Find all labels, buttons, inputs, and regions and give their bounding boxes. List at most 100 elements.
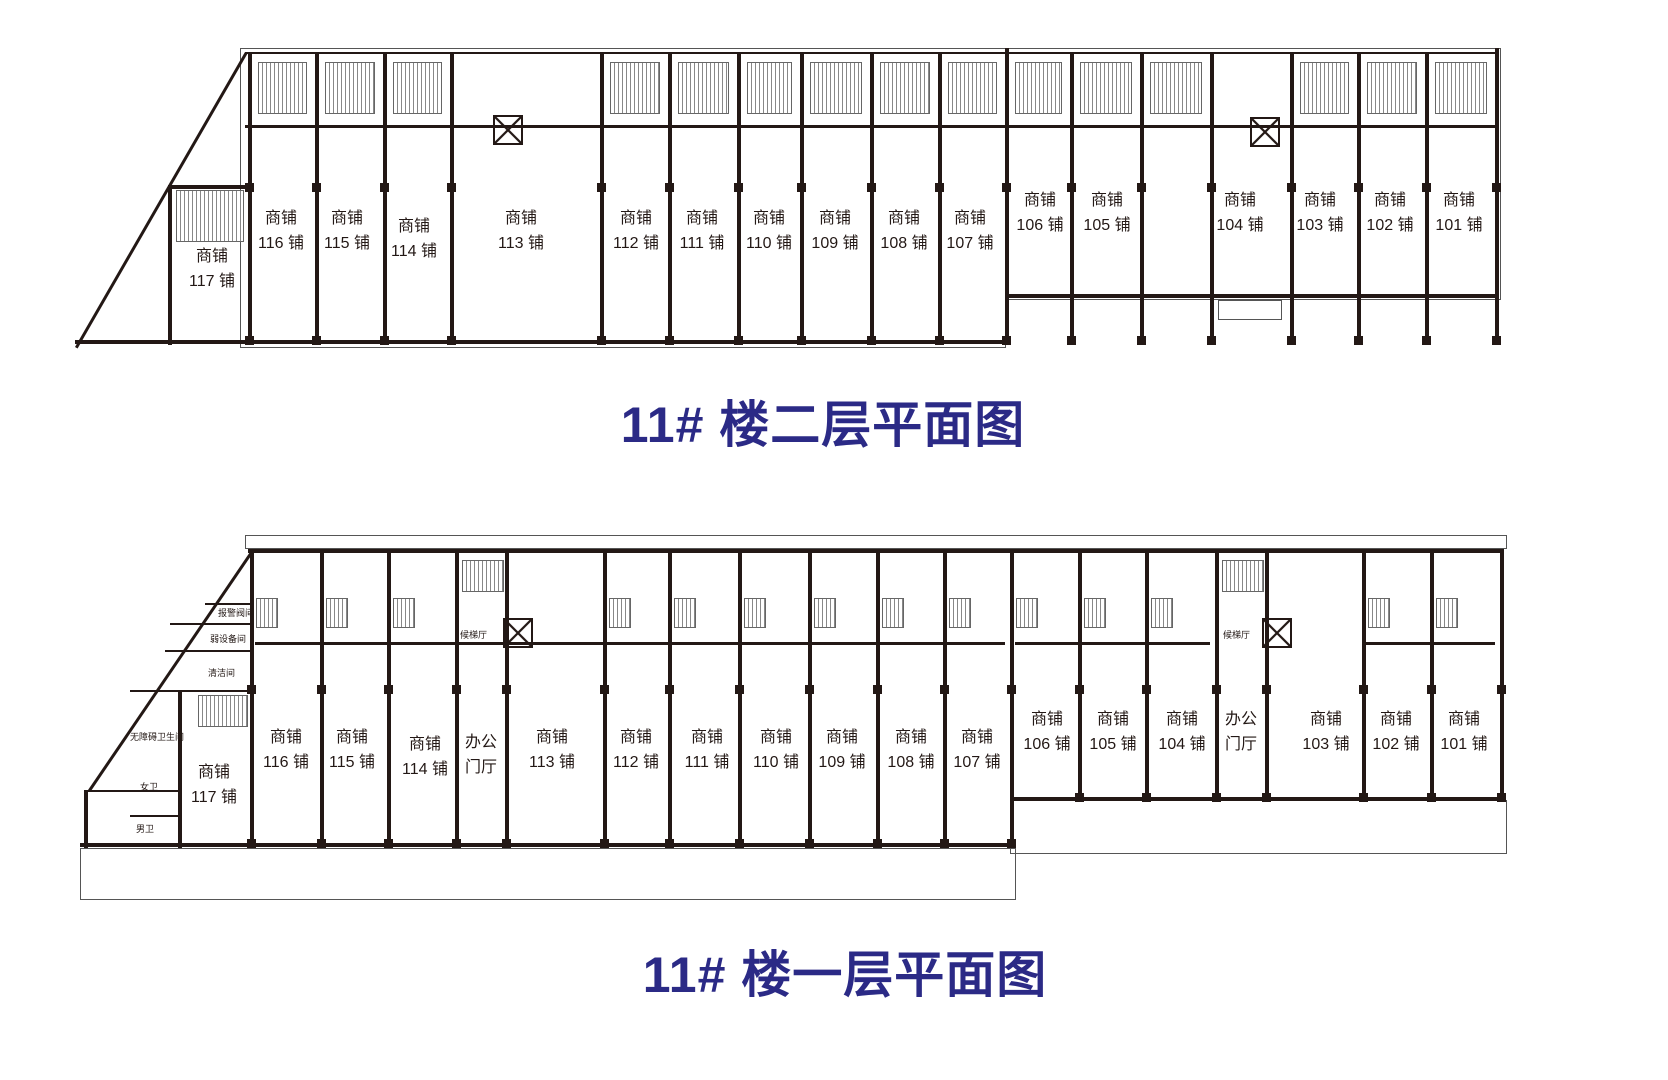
column [380, 336, 389, 345]
stair-icon [393, 598, 415, 628]
stair-icon [810, 62, 862, 114]
stair-icon [882, 598, 904, 628]
wall [1010, 797, 1500, 801]
wall [1015, 642, 1210, 645]
stair-icon [1367, 62, 1417, 114]
column [597, 183, 606, 192]
floor2-unit-name: 商铺 [887, 210, 921, 227]
floor2-unit-number: 117 铺 [189, 273, 235, 290]
floor1-unit-name: 商铺 [535, 729, 569, 746]
floor1-canopy [245, 535, 1507, 549]
column [1359, 793, 1368, 802]
floor1-unit-number: 109 铺 [818, 754, 866, 771]
floor1-unit-name: 商铺 [825, 729, 859, 746]
stair-icon [198, 695, 248, 727]
floor1-unit-number: 108 铺 [887, 754, 935, 771]
wall [870, 52, 874, 340]
wall [248, 549, 1500, 553]
column [452, 839, 461, 848]
column [1075, 793, 1084, 802]
floor1-unit-number: 门厅 [1224, 736, 1258, 753]
floor1-unit-name: 商铺 [269, 729, 303, 746]
column [317, 839, 326, 848]
column [1137, 336, 1146, 345]
floor1-unit-name: 商铺 [759, 729, 793, 746]
column [380, 183, 389, 192]
wall [383, 52, 387, 340]
stair-icon [462, 560, 504, 592]
stair-icon [1151, 598, 1173, 628]
column [1142, 685, 1151, 694]
floor2-unit-name: 商铺 [1373, 192, 1407, 209]
floor2-unit-name: 商铺 [397, 218, 431, 235]
stair-icon [610, 62, 660, 114]
wall [255, 642, 1005, 645]
floor1-unit-number: 102 铺 [1372, 736, 1420, 753]
floor2-unit-name: 商铺 [504, 210, 538, 227]
column [247, 839, 256, 848]
column [665, 839, 674, 848]
floor2-unit-number: 108 铺 [880, 235, 928, 252]
stair-icon [326, 598, 348, 628]
wall [943, 549, 947, 843]
stair-icon [609, 598, 631, 628]
floor1-unit-name: 办公 [464, 734, 498, 751]
column [1262, 793, 1271, 802]
floor2-unit-number: 114 铺 [391, 243, 437, 260]
column [735, 839, 744, 848]
column [805, 685, 814, 694]
stair-icon [258, 62, 307, 114]
column [1002, 336, 1011, 345]
floor2-unit-name: 商铺 [818, 210, 852, 227]
elevator-icon [1262, 618, 1292, 648]
floor1-unit-name: 商铺 [1309, 711, 1343, 728]
wall [84, 790, 180, 792]
floor2-unit-name: 商铺 [330, 210, 364, 227]
elevator-lobby-label: 候梯厅 [1223, 631, 1251, 641]
column [1207, 183, 1216, 192]
floor1-unit-number: 105 铺 [1089, 736, 1137, 753]
column [447, 336, 456, 345]
wall [84, 790, 88, 848]
wall [737, 52, 741, 340]
floor2-unit-name: 商铺 [1303, 192, 1337, 209]
wall [938, 52, 942, 340]
wall [1005, 294, 1498, 298]
column [797, 183, 806, 192]
floor1-unit-number: 112 铺 [613, 754, 659, 771]
column [312, 183, 321, 192]
column [1002, 183, 1011, 192]
column [805, 839, 814, 848]
floor2-unit-number: 115 铺 [324, 235, 370, 252]
column [735, 685, 744, 694]
floor1-unit-name: 商铺 [619, 729, 653, 746]
stair-icon [1080, 62, 1132, 114]
column [1142, 793, 1151, 802]
floor1-unit-name: 商铺 [335, 729, 369, 746]
floor1-unit-name: 商铺 [197, 764, 231, 781]
wall [450, 52, 454, 340]
column [1287, 183, 1296, 192]
wall [808, 549, 812, 843]
stair-icon [1435, 62, 1487, 114]
wall [165, 650, 250, 652]
floor1-unit-number: 101 铺 [1440, 736, 1488, 753]
column [734, 183, 743, 192]
floor1-walkway-right [1010, 800, 1507, 854]
stair-icon [744, 598, 766, 628]
wall [600, 52, 604, 340]
floor1-unit-number: 107 铺 [953, 754, 1001, 771]
column [1137, 183, 1146, 192]
column [1075, 685, 1084, 694]
stair-icon [747, 62, 792, 114]
wall [168, 185, 172, 345]
wall [1215, 549, 1219, 797]
stair-icon [814, 598, 836, 628]
stair-icon [1150, 62, 1202, 114]
wall [1005, 52, 1009, 340]
stair-icon [1084, 598, 1106, 628]
cleaning-room-label: 清洁间 [208, 669, 236, 679]
wall [1365, 642, 1495, 645]
floor1-unit-number: 103 铺 [1302, 736, 1350, 753]
floor1-unit-number: 106 铺 [1023, 736, 1071, 753]
